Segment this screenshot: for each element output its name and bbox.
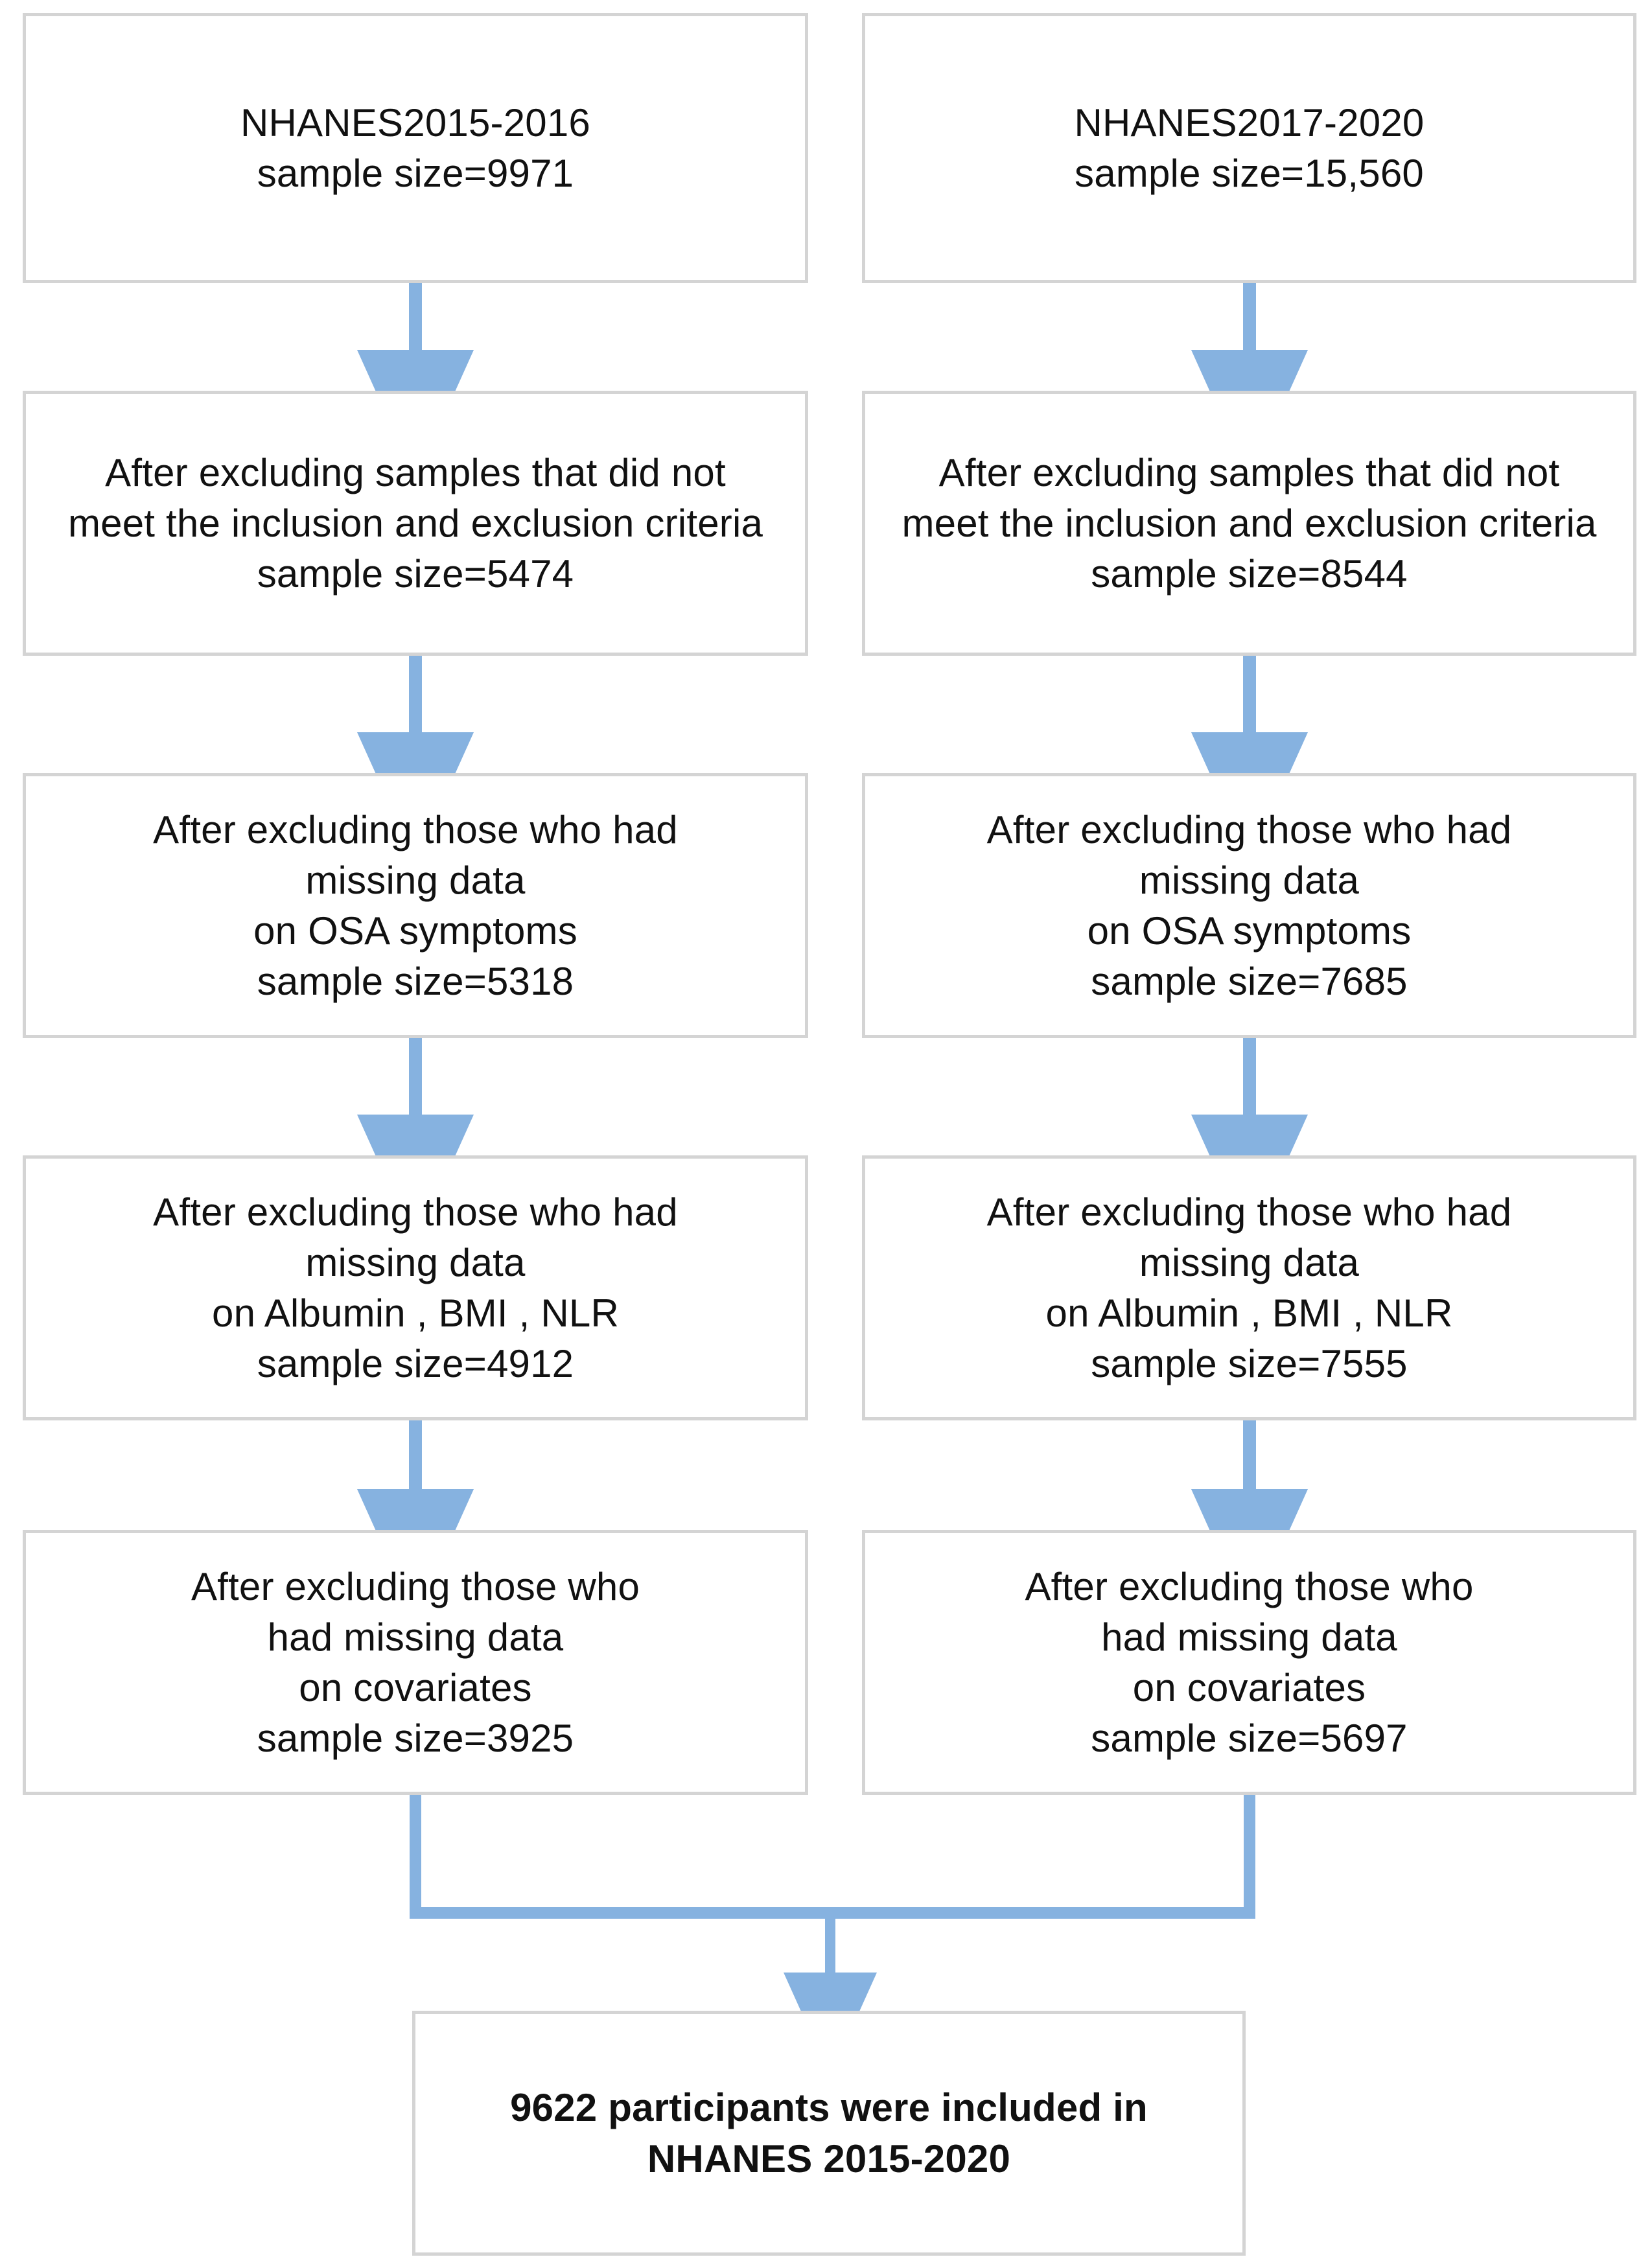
node-right-osa-text: After excluding those who had missing da… bbox=[986, 807, 1512, 1003]
node-right-covariates-text: After excluding those who had missing da… bbox=[1025, 1564, 1474, 1760]
node-left-source[interactable]: NHANES2015-2016 sample size=9971 bbox=[23, 13, 808, 283]
node-left-covariates[interactable]: After excluding those who had missing da… bbox=[23, 1530, 808, 1795]
node-left-osa[interactable]: After excluding those who had missing da… bbox=[23, 773, 808, 1038]
node-left-labs-text: After excluding those who had missing da… bbox=[153, 1190, 678, 1385]
node-left-source-text: NHANES2015-2016 sample size=9971 bbox=[240, 100, 590, 195]
node-right-labs-text: After excluding those who had missing da… bbox=[986, 1190, 1512, 1385]
node-right-osa[interactable]: After excluding those who had missing da… bbox=[862, 773, 1636, 1038]
node-final-included-text: 9622 participants were included in NHANE… bbox=[510, 2085, 1148, 2181]
node-right-criteria[interactable]: After excluding samples that did not mee… bbox=[862, 391, 1636, 656]
node-final-included[interactable]: 9622 participants were included in NHANE… bbox=[412, 2011, 1246, 2256]
node-left-covariates-text: After excluding those who had missing da… bbox=[191, 1564, 640, 1760]
merge-connector bbox=[410, 1795, 1255, 2076]
node-right-source-text: NHANES2017-2020 sample size=15,560 bbox=[1074, 100, 1425, 195]
node-right-labs[interactable]: After excluding those who had missing da… bbox=[862, 1155, 1636, 1420]
node-right-criteria-text: After excluding samples that did not mee… bbox=[902, 450, 1597, 596]
node-left-criteria-text: After excluding samples that did not mee… bbox=[67, 450, 763, 596]
node-right-covariates[interactable]: After excluding those who had missing da… bbox=[862, 1530, 1636, 1795]
node-left-criteria[interactable]: After excluding samples that did not mee… bbox=[23, 391, 808, 656]
node-left-osa-text: After excluding those who had missing da… bbox=[153, 807, 678, 1003]
node-left-labs[interactable]: After excluding those who had missing da… bbox=[23, 1155, 808, 1420]
node-right-source[interactable]: NHANES2017-2020 sample size=15,560 bbox=[862, 13, 1636, 283]
